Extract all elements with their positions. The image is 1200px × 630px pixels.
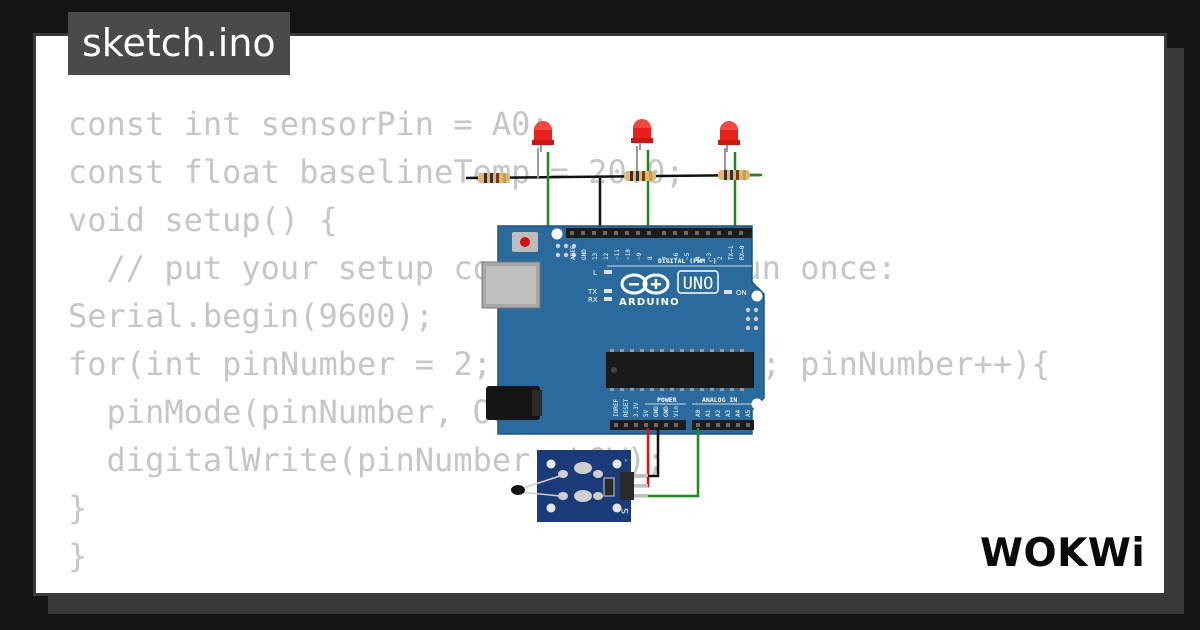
code-line: } xyxy=(68,537,88,575)
arduino-uno-board[interactable]: UNO ARDUINO DIGITAL (PWM ~) L TX RX ON A… xyxy=(481,225,765,435)
pin-label: GND xyxy=(581,249,588,260)
pin-label: Vin xyxy=(673,406,680,417)
led-on-label: ON xyxy=(736,289,747,297)
pin-label: ~5 xyxy=(684,252,691,260)
pin-label: A1 xyxy=(705,409,712,417)
pin-label: A4 xyxy=(735,409,742,417)
led-red[interactable] xyxy=(631,119,653,150)
thermistor-icon xyxy=(511,485,525,495)
pin-label: TX→1 xyxy=(728,245,735,260)
pin-label: 7 xyxy=(662,256,669,260)
pin-label: A3 xyxy=(725,409,732,417)
pin-label: A0 xyxy=(695,409,702,417)
pin-label: A5 xyxy=(745,409,752,417)
pin-label: 5V xyxy=(643,409,650,417)
resistor[interactable] xyxy=(478,173,510,183)
wokwi-logo-text: WOKWi xyxy=(980,531,1145,574)
pin-label: 13 xyxy=(592,252,599,260)
pin-label: GND xyxy=(663,406,670,417)
pin-label: 2 xyxy=(717,256,724,260)
pin-label: ~10 xyxy=(625,249,632,260)
digital-header-label: DIGITAL (PWM ~) xyxy=(658,257,717,265)
code-line: } xyxy=(68,489,88,527)
pin-label: ~9 xyxy=(636,252,643,260)
resistor[interactable] xyxy=(718,170,750,180)
pin-label: 4 xyxy=(695,256,702,260)
file-name-tab[interactable]: sketch.ino xyxy=(68,12,290,75)
pin-label: A2 xyxy=(715,409,722,417)
pin-label: 12 xyxy=(603,252,610,260)
board-model-label: UNO xyxy=(683,274,714,294)
pin-label: RESET xyxy=(623,399,630,417)
pin-label: RX←0 xyxy=(739,245,746,260)
board-brand-label: ARDUINO xyxy=(619,297,680,308)
pin-label: AREF xyxy=(570,245,577,260)
led-red[interactable] xyxy=(532,121,554,152)
pin-label: ~3 xyxy=(706,252,713,260)
code-line: Serial.begin(9600); xyxy=(68,297,435,335)
arduino-logo-icon xyxy=(620,273,670,295)
led-l-label: L xyxy=(593,269,597,277)
analog-header-label: ANALOG IN xyxy=(702,396,737,404)
resistor[interactable] xyxy=(624,171,656,181)
pin-label: 3.3V xyxy=(633,402,640,417)
sensor-pin-label: S xyxy=(621,508,631,514)
wokwi-logo: WOKWi xyxy=(980,531,1145,574)
led-red[interactable] xyxy=(718,121,740,152)
led-rx-label: RX xyxy=(588,296,598,304)
led-tx-label: TX xyxy=(587,288,597,296)
top-wires xyxy=(465,146,761,232)
temperature-sensor-module[interactable]: S - xyxy=(511,450,648,522)
pin-label: GND xyxy=(653,406,660,417)
pin-label: ~6 xyxy=(673,252,680,260)
code-line: void setup() { xyxy=(68,201,338,239)
power-header-label: POWER xyxy=(657,396,677,404)
pin-label: 8 xyxy=(647,256,654,260)
code-line: const int sensorPin = A0; xyxy=(68,105,550,143)
sensor-pin-label: - xyxy=(621,459,631,462)
pin-label: IOREF xyxy=(613,399,620,417)
pin-label: ~11 xyxy=(614,249,621,260)
